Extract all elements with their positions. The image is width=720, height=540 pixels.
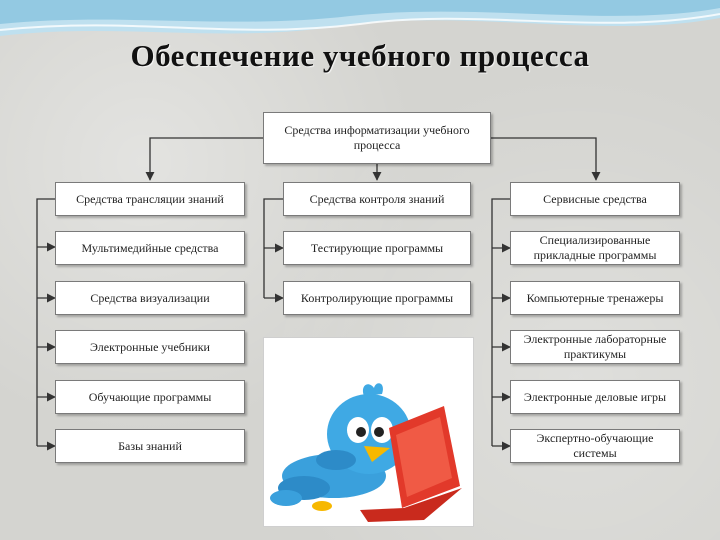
column-3-item-5: Экспертно-обучающие системы xyxy=(510,429,680,463)
column-1-item-2: Средства визуализации xyxy=(55,281,245,315)
root-node: Средства информатизации учебного процесс… xyxy=(263,112,491,164)
bird-laptop-image xyxy=(270,383,462,522)
column-1-header: Средства трансляции знаний xyxy=(55,182,245,216)
column-3-item-1: Специализированные прикладные программы xyxy=(510,231,680,265)
column-2-item-2: Контролирующие программы xyxy=(283,281,471,315)
column-1-item-4: Обучающие программы xyxy=(55,380,245,414)
column-1-item-1: Мультимедийные средства xyxy=(55,231,245,265)
column-2-header: Средства контроля знаний xyxy=(283,182,471,216)
bird-laptop-illustration xyxy=(263,337,474,527)
column-3-header: Сервисные средства xyxy=(510,182,680,216)
page-title: Обеспечение учебного процесса xyxy=(130,38,590,73)
column-1-item-5: Базы знаний xyxy=(55,429,245,463)
column-3-item-3: Электронные лабораторные практикумы xyxy=(510,330,680,364)
top-wave-decoration xyxy=(0,0,720,36)
column-3-item-4: Электронные деловые игры xyxy=(510,380,680,414)
column-1-item-3: Электронные учебники xyxy=(55,330,245,364)
column-3-item-2: Компьютерные тренажеры xyxy=(510,281,680,315)
column-2-item-1: Тестирующие программы xyxy=(283,231,471,265)
